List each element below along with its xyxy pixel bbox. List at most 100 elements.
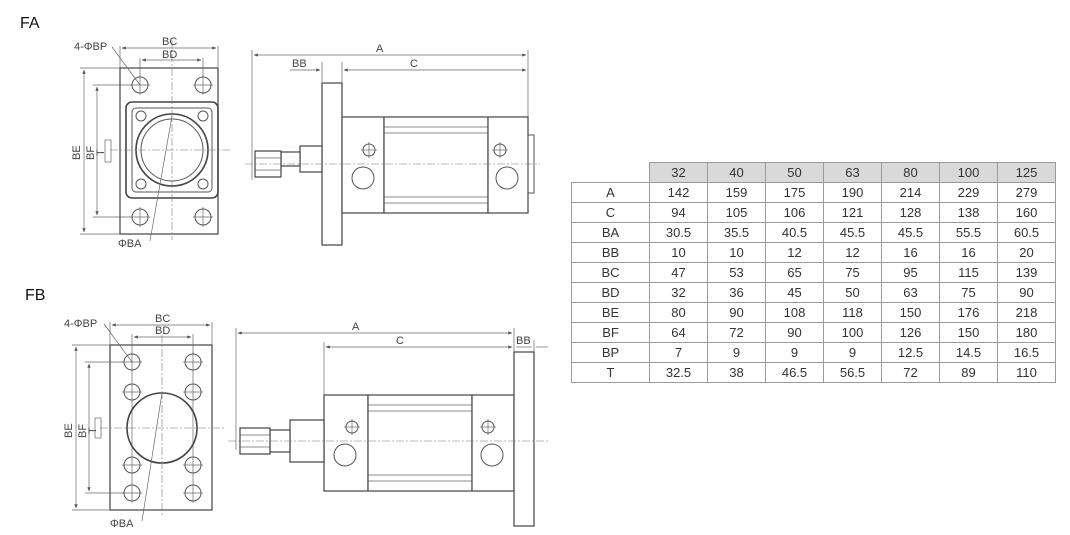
table-cell: 32.5 — [649, 362, 708, 383]
table-cell: 139 — [997, 262, 1056, 283]
table-cell: 46.5 — [765, 362, 824, 383]
table-cell: 80 — [649, 302, 708, 323]
table-cell: 105 — [707, 202, 766, 223]
table-cell: 142 — [649, 182, 708, 203]
table-cell: 176 — [939, 302, 998, 323]
fb-t-label: T — [87, 427, 99, 434]
fb-front-view: BC BD 4-ΦBP BE BF T ΦBA — [63, 313, 225, 530]
table-cell: 100 — [823, 322, 882, 343]
fa-bd-label: BD — [162, 49, 177, 61]
fb-side-view: A C BB — [228, 321, 548, 527]
row-label: BD — [571, 282, 650, 303]
table-cell: 64 — [649, 322, 708, 343]
fa-ba-label: ΦBA — [118, 238, 142, 250]
fa-t-label: T — [95, 149, 107, 156]
table-cell: 55.5 — [939, 222, 998, 243]
table-cell: 9 — [765, 342, 824, 363]
table-cell: 95 — [881, 262, 940, 283]
fa-bc-label: BC — [162, 36, 177, 48]
table-cell: 45 — [765, 282, 824, 303]
fa-be-label: BE — [71, 145, 83, 160]
row-label: BE — [571, 302, 650, 323]
column-header: 63 — [823, 162, 882, 183]
table-cell: 12 — [823, 242, 882, 263]
table-cell: 89 — [939, 362, 998, 383]
table-cell: 94 — [649, 202, 708, 223]
column-header: 100 — [939, 162, 998, 183]
row-label: T — [571, 362, 650, 383]
fa-bb-label: BB — [292, 58, 307, 70]
table-cell: 90 — [997, 282, 1056, 303]
table-cell: 108 — [765, 302, 824, 323]
table-cell: 16 — [881, 242, 940, 263]
fa-barrel — [383, 116, 489, 214]
table-cell: 35.5 — [707, 222, 766, 243]
table-cell: 180 — [997, 322, 1056, 343]
table-cell: 7 — [649, 342, 708, 363]
fb-mounting-holes — [122, 352, 203, 503]
fb-holes-label: 4-ΦBP — [64, 318, 97, 330]
fb-a-label: A — [352, 321, 360, 333]
table-cell: 128 — [881, 202, 940, 223]
table-cell: 110 — [997, 362, 1056, 383]
table-cell: 45.5 — [823, 222, 882, 243]
fb-barrel — [367, 394, 473, 492]
table-cell: 126 — [881, 322, 940, 343]
table-cell: 72 — [707, 322, 766, 343]
table-cell: 20 — [997, 242, 1056, 263]
table-cell: 150 — [881, 302, 940, 323]
table-cell: 14.5 — [939, 342, 998, 363]
row-label: BP — [571, 342, 650, 363]
table-cell: 10 — [707, 242, 766, 263]
column-header: 50 — [765, 162, 824, 183]
table-cell: 90 — [707, 302, 766, 323]
table-cell: 40.5 — [765, 222, 824, 243]
fa-side-view: A BB C — [245, 43, 540, 246]
row-label: BC — [571, 262, 650, 283]
table-cell: 56.5 — [823, 362, 882, 383]
table-cell: 121 — [823, 202, 882, 223]
fa-front-view: BC BD 4-ΦBP BE BF T ΦBA — [71, 36, 232, 250]
table-cell: 38 — [707, 362, 766, 383]
row-label: C — [571, 202, 650, 223]
table-cell: 150 — [939, 322, 998, 343]
table-cell: 159 — [707, 182, 766, 203]
table-cell: 160 — [997, 202, 1056, 223]
fb-bc-label: BC — [155, 313, 170, 325]
table-cell: 10 — [649, 242, 708, 263]
table-cell: 115 — [939, 262, 998, 283]
table-cell: 32 — [649, 282, 708, 303]
table-cell: 106 — [765, 202, 824, 223]
row-label: BB — [571, 242, 650, 263]
column-header: 40 — [707, 162, 766, 183]
table-cell: 279 — [997, 182, 1056, 203]
table-cell: 218 — [997, 302, 1056, 323]
table-cell: 45.5 — [881, 222, 940, 243]
table-cell: 72 — [881, 362, 940, 383]
table-cell: 47 — [649, 262, 708, 283]
table-cell: 63 — [881, 282, 940, 303]
table-cell: 75 — [823, 262, 882, 283]
column-header: 125 — [997, 162, 1056, 183]
table-cell: 36 — [707, 282, 766, 303]
column-header: 80 — [881, 162, 940, 183]
table-cell: 214 — [881, 182, 940, 203]
table-cell: 118 — [823, 302, 882, 323]
table-cell: 30.5 — [649, 222, 708, 243]
table-cell: 175 — [765, 182, 824, 203]
fb-be-label: BE — [63, 423, 75, 438]
table-cell: 12.5 — [881, 342, 940, 363]
table-header-row: 32 40 50 63 80 100 125 — [571, 162, 1056, 183]
fb-ba-label: ΦBA — [110, 518, 134, 530]
fb-bd-label: BD — [155, 325, 170, 337]
table-cell: 138 — [939, 202, 998, 223]
table-cell: 12 — [765, 242, 824, 263]
